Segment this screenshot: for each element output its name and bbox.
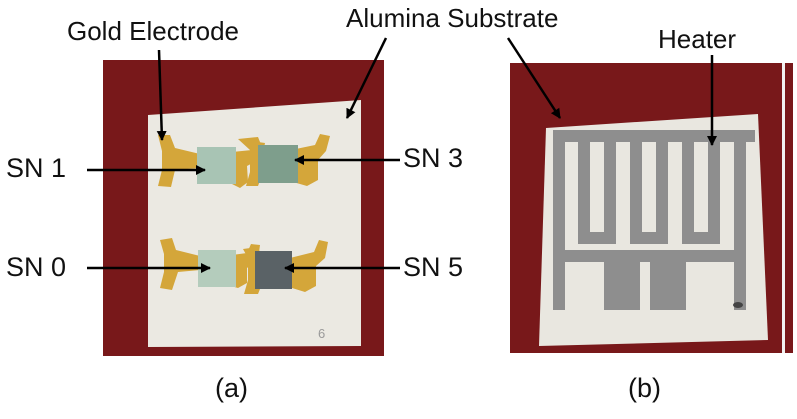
label-sn0: SN 0 (6, 252, 67, 282)
label-gold-electrode: Gold Electrode (67, 16, 239, 46)
label-sn5: SN 5 (403, 252, 464, 282)
sensing-film-sn5 (255, 251, 292, 289)
arrows (87, 37, 717, 273)
sensor-sn3 (238, 134, 330, 186)
arrow-alumina-substrate-a (345, 37, 388, 119)
label-alumina-substrate: Alumina Substrate (346, 3, 559, 33)
caption-panel-b: (b) (628, 373, 661, 403)
label-sn1: SN 1 (6, 153, 67, 183)
substrate-marking-6: 6 (318, 326, 325, 341)
caption-panel-a: (a) (215, 373, 248, 403)
sensor-sn1 (158, 135, 265, 188)
label-heater: Heater (658, 24, 737, 54)
sensing-film-sn1 (197, 147, 236, 184)
sensing-film-sn3 (258, 145, 298, 183)
sensor-sn5 (243, 240, 328, 294)
heater-trace (553, 130, 755, 310)
panel-a-photo: 6 (103, 60, 384, 356)
sensor-sn0 (160, 238, 260, 290)
arrow-alumina-substrate-b (506, 37, 562, 119)
substrate-dot-mark (733, 302, 743, 308)
arrow-gold-electrode (156, 49, 167, 141)
label-sn3: SN 3 (403, 143, 464, 173)
